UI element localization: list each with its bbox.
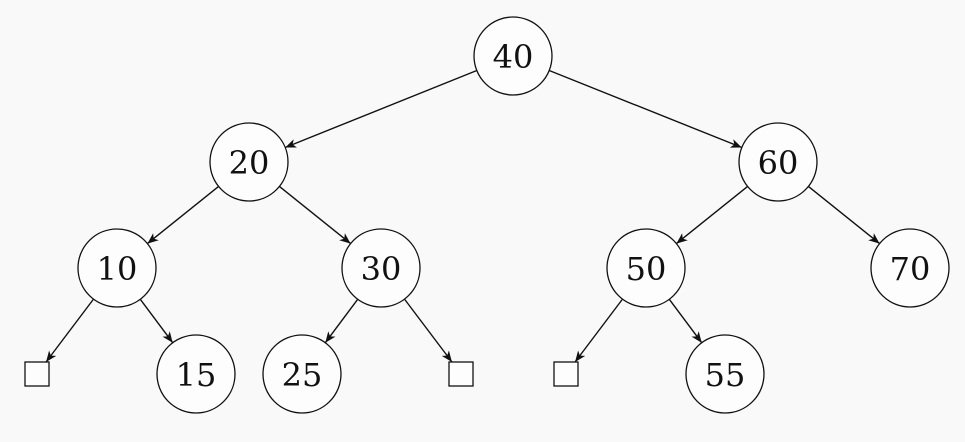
node-circle: [77, 228, 157, 308]
tree-node-40: 40: [473, 16, 553, 96]
edge-n30-null2: [403, 298, 453, 363]
tree-node-60: 60: [738, 122, 818, 202]
null-leaf: [448, 361, 474, 387]
node-label: 60: [758, 144, 799, 182]
edge-n30-n25: [324, 298, 359, 344]
node-circle: [341, 228, 421, 308]
nodes-layer: 40 20 60 10 30 50 70 15 25 55: [24, 16, 950, 414]
edge-n50-n55: [668, 298, 703, 344]
node-label: 70: [890, 250, 931, 288]
node-circle: [156, 334, 236, 414]
node-circle: [473, 16, 553, 96]
edge-n50-null3: [574, 298, 624, 363]
null-leaf-square: [24, 361, 50, 387]
edge-n10-null1: [45, 298, 95, 363]
edge-n60-n70: [807, 185, 881, 245]
node-label: 10: [97, 250, 138, 288]
node-circle: [738, 122, 818, 202]
null-leaf-square: [448, 361, 474, 387]
node-label: 25: [282, 356, 323, 394]
node-label: 40: [493, 38, 534, 76]
null-leaf-square: [553, 361, 579, 387]
null-leaf: [24, 361, 50, 387]
tree-node-10: 10: [77, 228, 157, 308]
node-circle: [209, 122, 289, 202]
node-label: 50: [626, 250, 667, 288]
node-label: 20: [229, 144, 270, 182]
node-circle: [685, 334, 765, 414]
tree-node-20: 20: [209, 122, 289, 202]
edge-n10-n15: [139, 298, 174, 344]
node-label: 55: [705, 356, 746, 394]
edge-n40-n20: [284, 69, 478, 149]
tree-node-30: 30: [341, 228, 421, 308]
tree-node-15: 15: [156, 334, 236, 414]
edge-n60-n50: [675, 185, 749, 245]
node-circle: [262, 334, 342, 414]
tree-node-50: 50: [606, 228, 686, 308]
tree-node-25: 25: [262, 334, 342, 414]
edge-n20-n10: [146, 185, 220, 245]
edges-layer: [45, 69, 881, 363]
tree-node-70: 70: [870, 228, 950, 308]
node-circle: [870, 228, 950, 308]
node-label: 15: [176, 356, 217, 394]
edge-n20-n30: [278, 185, 352, 245]
tree-node-55: 55: [685, 334, 765, 414]
node-circle: [606, 228, 686, 308]
node-label: 30: [361, 250, 402, 288]
null-leaf: [553, 361, 579, 387]
edge-n40-n60: [548, 69, 743, 149]
